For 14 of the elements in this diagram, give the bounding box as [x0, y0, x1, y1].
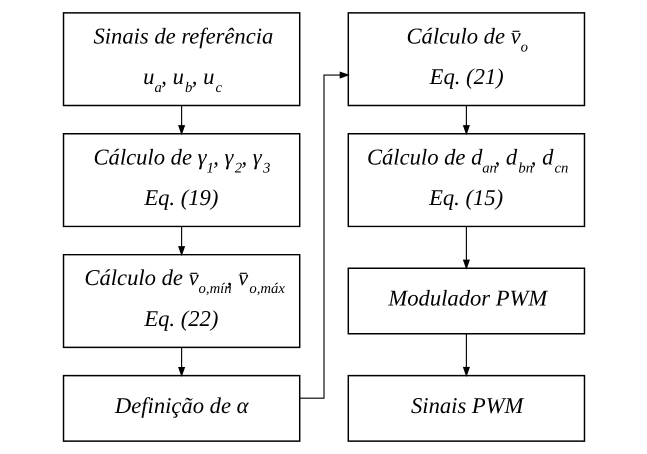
node-box: Sinais PWM: [347, 374, 585, 442]
node-box: Cálculo de γ$_{1}$, γ$_{2}$, γ$_{3}$ Eq. (19): [62, 133, 300, 228]
node-box: Cálculo de v̄$_{o,mín}$, v̄$_{o,máx}$ Eq. (22): [62, 254, 300, 348]
node-box: Definição de α: [62, 374, 300, 442]
arrow: [462, 334, 470, 378]
node-box: Cálculo de v̄$_{o}$ Eq. (21): [347, 12, 585, 106]
arrow: [178, 347, 185, 378]
node-box: Sinais de referência u$_{a}$, u$_{b}$, u$_{c}$: [62, 12, 300, 106]
arrow: [178, 226, 185, 256]
arrow: [462, 226, 470, 270]
arrow: [178, 106, 185, 136]
arrow: [299, 71, 350, 399]
node-box: Modulador PWM: [347, 268, 585, 335]
arrow: [462, 106, 470, 136]
